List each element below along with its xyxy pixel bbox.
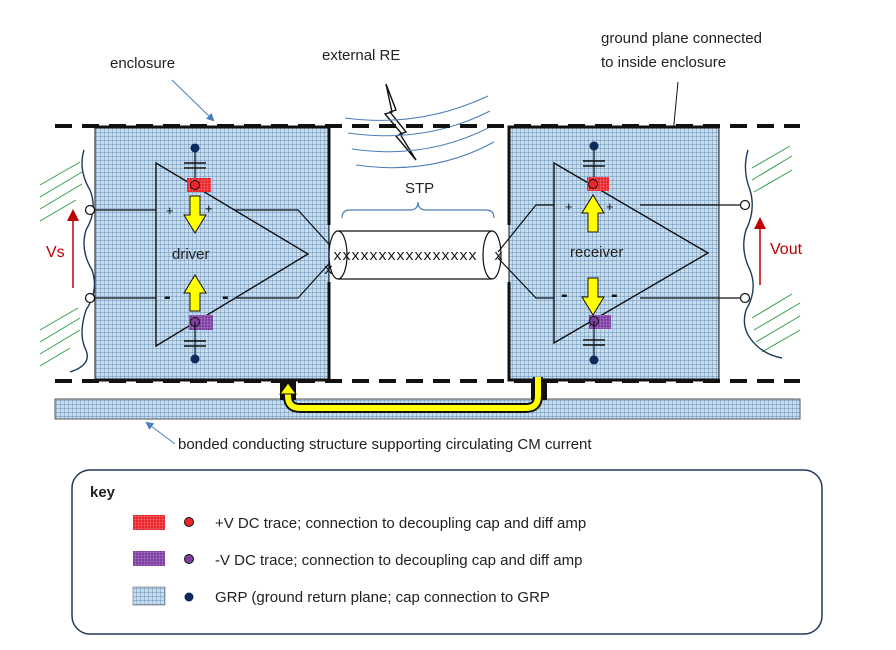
stp-cable-body [338, 230, 492, 280]
key-neg-dot [184, 554, 194, 564]
key-title: key [90, 484, 116, 501]
receiver-label: receiver [570, 244, 623, 261]
right-boundary-curve [743, 149, 783, 359]
vout-minus-terminal [739, 292, 751, 304]
stp-label: STP [405, 180, 434, 197]
driver-top-yellow-arrow [183, 195, 207, 234]
driver-enclosure-bottom-right-edge [95, 282, 331, 382]
stp-right-x: x [494, 248, 503, 265]
driver-top-ground-dot [190, 143, 200, 153]
vs-minus-terminal [84, 292, 96, 304]
enclosure-leader [171, 79, 215, 122]
receiver-enclosure-bottom-left-edge [507, 282, 719, 382]
receiver-input-wire-bottom [497, 257, 556, 299]
receiver-enclosure-top-left-edge [507, 125, 719, 225]
driver-out-minus: - [222, 286, 229, 308]
key-ground-dot [184, 592, 194, 602]
stp-brace [341, 201, 495, 219]
key-pos-dot [184, 517, 194, 527]
lightning-bolt-icon [383, 83, 417, 161]
receiver-bottom-ground-dot [589, 355, 599, 365]
key-grp-swatch [132, 586, 166, 606]
stp-cable-left-end [328, 230, 348, 280]
ground-plane-label-line2: to inside enclosure [601, 54, 726, 71]
ground-plane-label-line1: ground plane connected [601, 30, 762, 47]
stp-cable-right-end [482, 230, 502, 280]
receiver-out-minus: - [611, 284, 618, 306]
receiver-input-wire-top [497, 204, 556, 253]
vs-label: Vs [46, 244, 65, 261]
receiver-in-minus: - [561, 284, 568, 306]
receiver-bottom-yellow-arrow [581, 277, 605, 316]
stp-left-x: x [324, 262, 333, 279]
receiver-in-plus: + [565, 199, 573, 214]
cm-current-path [285, 377, 541, 411]
vs-plus-terminal [84, 204, 96, 216]
receiver-top-ground-dot [589, 141, 599, 151]
key-pos-trace-swatch [133, 515, 165, 530]
enclosure-label: enclosure [110, 55, 175, 72]
driver-enclosure-top-right-edge [95, 125, 331, 225]
driver-label: driver [172, 246, 210, 263]
receiver-out-plus: + [606, 199, 614, 214]
key-item-neg-text: -V DC trace; connection to decoupling ca… [215, 552, 582, 569]
driver-bottom-yellow-arrow [183, 274, 207, 312]
vout-plus-terminal [739, 199, 751, 211]
driver-in-minus: - [164, 286, 171, 308]
driver-out-plus: + [205, 201, 213, 216]
key-item-grp-text: GRP (ground return plane; cap connection… [215, 589, 550, 606]
vout-label: Vout [770, 241, 803, 258]
bonded-structure-leader [145, 421, 176, 445]
receiver-top-yellow-arrow [581, 194, 605, 233]
driver-bottom-ground-dot [190, 354, 200, 364]
driver-in-plus: + [166, 203, 174, 218]
key-item-pos-text: +V DC trace; connection to decoupling ca… [215, 515, 586, 532]
cm-current-arrowhead [279, 382, 297, 395]
right-hatch [751, 145, 801, 353]
external-re-label: external RE [322, 47, 400, 64]
bonded-structure-label: bonded conducting structure supporting c… [178, 436, 592, 453]
left-boundary-curve [69, 149, 96, 373]
key-box [71, 469, 823, 635]
key-neg-trace-swatch [133, 551, 165, 566]
left-hatch [39, 161, 83, 367]
receiver-pos-connection-dot [588, 179, 598, 189]
re-wave-lines [344, 95, 495, 169]
driver-pos-connection-dot [190, 180, 200, 190]
stp-twist-marks: xxxxxxxxxxxxxxxx [333, 248, 477, 265]
